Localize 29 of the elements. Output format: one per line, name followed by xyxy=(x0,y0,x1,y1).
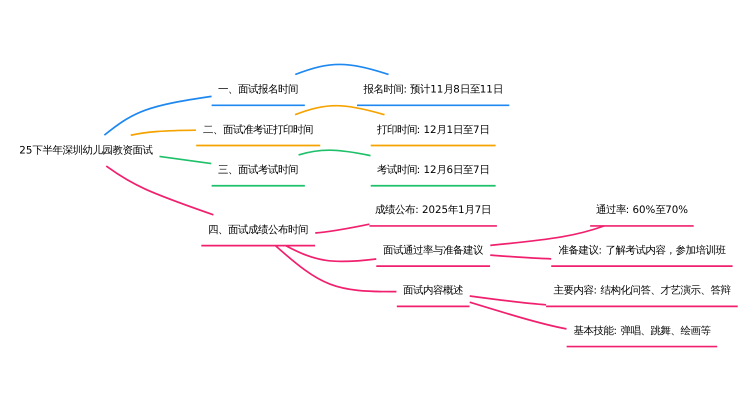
node-text: 25下半年深圳幼儿园教资面试 xyxy=(19,144,152,156)
node-text: 报名时间: 预计11月8日至11日 xyxy=(364,83,503,96)
node-text: 成绩公布: 2025年1月7日 xyxy=(375,204,492,216)
connector xyxy=(130,128,196,136)
node-text: 准备建议: 了解考试内容，参加培训班 xyxy=(558,244,726,256)
connector xyxy=(106,164,214,216)
node-text: 三、面试考试时间 xyxy=(218,163,298,176)
connector xyxy=(490,224,604,246)
node-text: 一、面试报名时间 xyxy=(218,83,298,96)
node-text: 考试时间: 12月6日至7日 xyxy=(376,163,490,176)
connector xyxy=(315,222,370,234)
node-text: 通过率: 60%至70% xyxy=(596,204,688,216)
connector xyxy=(285,244,376,262)
node-text: 面试通过率与准备建议 xyxy=(383,244,484,256)
connector xyxy=(490,254,552,260)
node-text: 面试内容概述 xyxy=(403,284,464,296)
node-text: 四、面试成绩公布时间 xyxy=(208,223,308,236)
connector xyxy=(159,155,212,164)
connector xyxy=(298,148,371,156)
connector xyxy=(469,300,567,330)
node-text: 二、面试准考证打印时间 xyxy=(203,123,314,136)
node-text: 基本技能: 弹唱、跳舞、绘画等 xyxy=(574,324,710,336)
node-text: 主要内容: 结构化问答、才艺演示、答辩 xyxy=(554,284,730,296)
node-text: 打印时间: 12月1日至7日 xyxy=(376,123,490,136)
connector xyxy=(294,104,385,116)
connector xyxy=(104,95,212,136)
connector xyxy=(470,294,546,306)
connector xyxy=(274,244,396,292)
connector xyxy=(294,63,389,75)
